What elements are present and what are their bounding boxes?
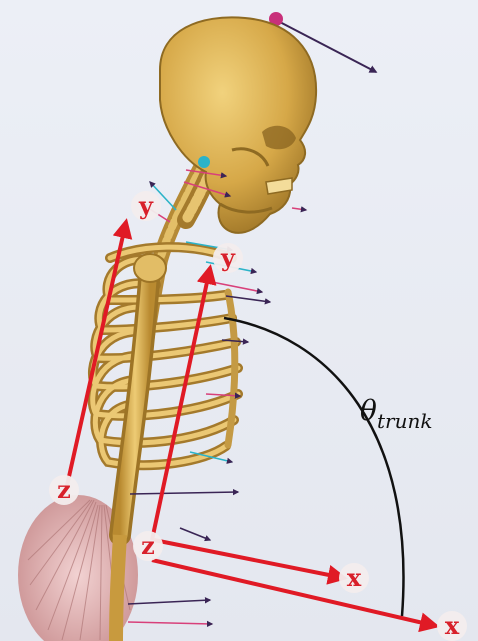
neck-joint-marker (198, 156, 210, 168)
axis-label-z-left: z (49, 475, 79, 505)
axis-label-y-upper: y (131, 191, 161, 221)
axis-label-x-upper: x (339, 563, 369, 593)
label-x-upper: x (347, 563, 362, 592)
axis-label-z-right: z (133, 531, 163, 561)
label-z-left: z (57, 475, 71, 504)
label-y-chest: y (220, 243, 236, 272)
axis-label-y-chest: y (213, 243, 243, 273)
theta-subscript: trunk (377, 409, 432, 433)
axis-label-x-lower: x (437, 611, 467, 641)
label-x-lower: x (445, 611, 460, 640)
theta-symbol: θ (360, 394, 377, 427)
label-y-upper: y (138, 191, 154, 220)
label-z-right: z (141, 531, 155, 560)
